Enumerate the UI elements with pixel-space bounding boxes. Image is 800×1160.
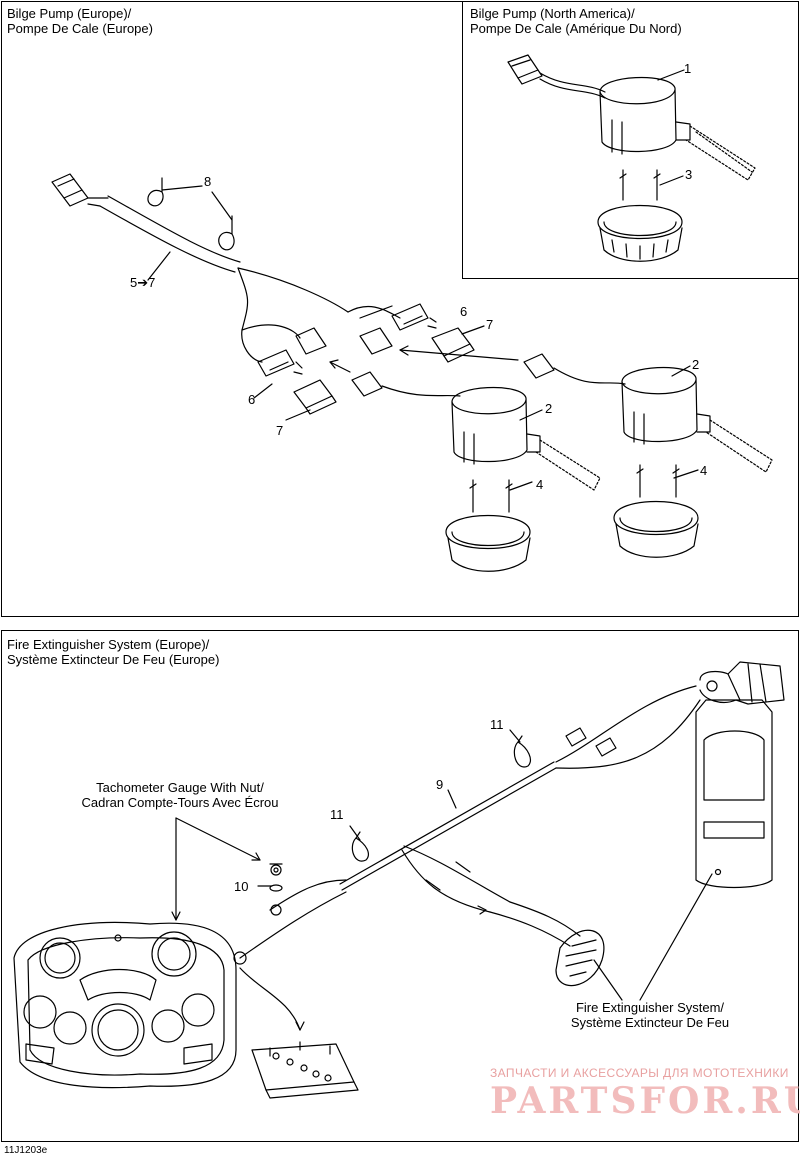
extinguisher-sticker (555, 929, 605, 987)
eu-base-right (613, 500, 699, 558)
na-connector (507, 54, 543, 85)
callout-9: 9 (436, 777, 444, 792)
ring-terminal-bottom (233, 951, 247, 965)
callout-3: 3 (685, 167, 693, 182)
eu-tie-8b (218, 215, 235, 251)
fire-tie-11b (351, 831, 369, 862)
eu-harness-sheath (99, 205, 236, 273)
eu-pump-connector-left (351, 371, 383, 397)
na-base-4 (597, 204, 683, 262)
bilge-europe-title: Bilge Pump (Europe)/Pompe De Cale (Europ… (7, 6, 153, 36)
eu-connector-6a (391, 303, 437, 331)
extinguisher-label: Fire Extinguisher System/Système Extinct… (570, 1000, 730, 1030)
bilge-na-panel (462, 1, 799, 279)
callout-2a: 2 (692, 357, 700, 372)
extinguisher-head (699, 661, 785, 705)
callout-11b: 11 (330, 807, 344, 822)
extinguisher-bottle (695, 699, 773, 889)
callout-7b: 7 (276, 423, 284, 438)
eu-base-left (445, 514, 531, 572)
callout-8: 8 (204, 174, 212, 189)
eu-strainer-left (535, 439, 601, 491)
figure-code: 11J1203e (4, 1145, 48, 1156)
callout-10: 10 (234, 879, 249, 894)
eu-strainer-right (705, 419, 773, 473)
eu-connector-6b (257, 349, 303, 377)
instrument-cluster (13, 921, 237, 1089)
fire-extinguisher-title: Fire Extinguisher System (Europe)/Systèm… (7, 637, 220, 667)
na-pump-1 (599, 76, 691, 155)
na-strainer-hose (685, 125, 756, 181)
eu-mating-connector-b (295, 327, 327, 355)
tachometer-label: Tachometer Gauge With Nut/Cadran Compte-… (81, 780, 279, 810)
eu-connector-7b (293, 379, 337, 415)
callout-11a: 11 (490, 717, 504, 732)
na-wire (539, 72, 606, 93)
callout-5-7: 5➔7 (130, 275, 156, 290)
eu-screws-right (636, 464, 680, 498)
na-screws-3 (619, 169, 661, 201)
callout-1: 1 (684, 61, 692, 76)
eu-arrow-a (399, 349, 519, 361)
callout-6a: 6 (460, 304, 468, 319)
fire-extinguisher-panel (1, 630, 799, 1142)
tach-washer (269, 884, 283, 892)
eu-arrow-b (329, 361, 351, 373)
eu-tie-8a (147, 177, 164, 207)
fire-tie-11a (513, 735, 531, 768)
bilge-na-title: Bilge Pump (North America)/Pompe De Cale… (470, 6, 682, 36)
eu-connector-7a (431, 327, 475, 363)
terminal-block (251, 1041, 359, 1099)
eu-pump-2-right (621, 366, 711, 445)
eu-screws-left (469, 479, 513, 513)
na-leader-1 (657, 69, 685, 81)
callout-6b: 6 (248, 392, 256, 407)
na-leader-3 (659, 175, 684, 186)
eu-mating-connector-a (359, 327, 393, 355)
eu-pump-connector-right (523, 353, 555, 379)
callout-4a: 4 (700, 463, 708, 478)
watermark-logo: PARTSFOR.RU (490, 1080, 800, 1122)
ring-terminal-top (270, 904, 282, 916)
harness-connector-mid (595, 737, 617, 757)
callout-4b: 4 (536, 477, 544, 492)
callout-2b: 2 (545, 401, 553, 416)
extinguisher-harness (339, 761, 555, 885)
tach-nut (270, 864, 282, 876)
callout-7a: 7 (486, 317, 494, 332)
watermark-tagline: ЗАПЧАСТИ И АКСЕССУАРЫ ДЛЯ МОТОТЕХНИКИ (490, 1066, 789, 1080)
eu-pump-2-left (451, 386, 541, 465)
harness-connector-top (565, 727, 587, 747)
eu-main-connector (51, 173, 89, 207)
